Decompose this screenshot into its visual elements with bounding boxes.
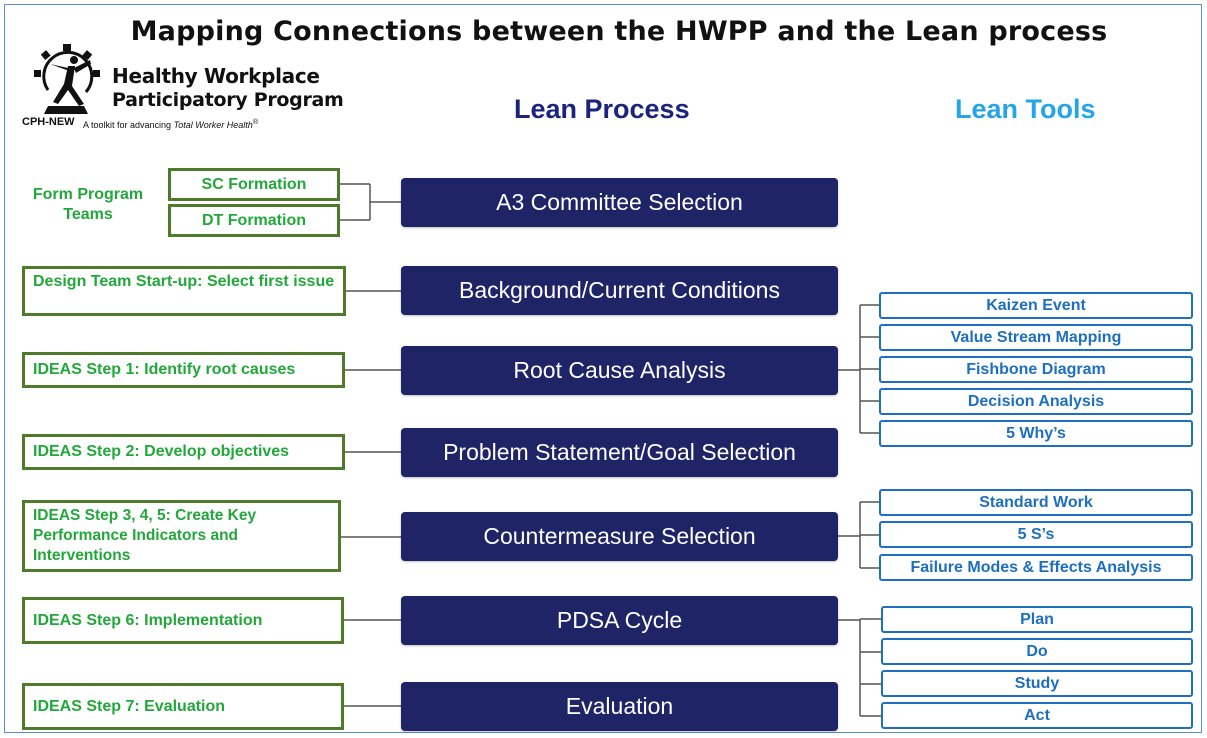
process-background-current-conditions: Background/Current Conditions [401, 266, 838, 315]
lean-process-header: Lean Process [514, 94, 690, 124]
process-pdsa-cycle: PDSA Cycle [401, 596, 838, 645]
logo-tagline-italic: Total Worker Health [173, 120, 253, 130]
process-problem-statement-goal-selection: Problem Statement/Goal Selection [401, 428, 838, 477]
tool-study: Study [881, 670, 1193, 697]
tool-kaizen-event: Kaizen Event [879, 292, 1193, 319]
logo-tagline-prefix: A toolkit for advancing [83, 120, 174, 130]
diagram-frame [4, 4, 1202, 733]
tool-fmea: Failure Modes & Effects Analysis [879, 554, 1193, 581]
logo-org: CPH-NEW [22, 116, 75, 128]
tool-plan: Plan [881, 606, 1193, 633]
ideas-step1-box: IDEAS Step 1: Identify root causes [22, 352, 345, 388]
logo-tagline-mark: ® [252, 117, 259, 126]
tool-do: Do [881, 638, 1193, 665]
process-evaluation: Evaluation [401, 682, 838, 731]
ideas-step2-box: IDEAS Step 2: Develop objectives [22, 434, 345, 470]
process-a3-committee-selection: A3 Committee Selection [401, 178, 838, 227]
design-team-startup-box: Design Team Start-up: Select first issue [22, 266, 346, 316]
lean-tools-header: Lean Tools [955, 94, 1096, 124]
sc-formation-box: SC Formation [168, 168, 340, 201]
hwpp-logo: Healthy Workplace Participatory Program … [22, 40, 344, 132]
tool-fishbone-diagram: Fishbone Diagram [879, 356, 1193, 383]
form-program-teams-label: Form Program Teams [32, 186, 144, 223]
logo-name-line1: Healthy Workplace [112, 64, 320, 88]
tool-decision-analysis: Decision Analysis [879, 388, 1193, 415]
tool-5-whys: 5 Why’s [879, 420, 1193, 447]
tool-act: Act [881, 702, 1193, 729]
tool-value-stream-mapping: Value Stream Mapping [879, 324, 1193, 351]
diagram-title: Mapping Connections between the HWPP and… [130, 16, 1108, 47]
logo-tagline: A toolkit for advancing Total Worker Hea… [83, 117, 258, 130]
process-countermeasure-selection: Countermeasure Selection [401, 512, 838, 561]
gear-figure-icon [34, 44, 100, 114]
logo-name-line2: Participatory Program [112, 89, 344, 111]
logo-program-name: Healthy Workplace Participatory Program [112, 64, 344, 112]
ideas-step345-box: IDEAS Step 3, 4, 5: Create Key Performan… [22, 500, 341, 572]
dt-formation-box: DT Formation [168, 204, 340, 237]
tool-5-ss: 5 S’s [879, 521, 1193, 548]
ideas-step6-box: IDEAS Step 6: Implementation [22, 597, 344, 644]
process-root-cause-analysis: Root Cause Analysis [401, 346, 838, 395]
ideas-step7-box: IDEAS Step 7: Evaluation [22, 683, 344, 730]
tool-standard-work: Standard Work [879, 489, 1193, 516]
